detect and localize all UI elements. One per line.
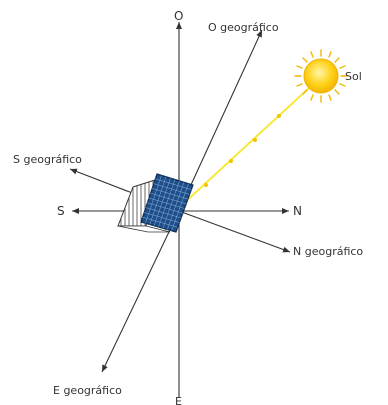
geo-east-axis [178, 210, 291, 253]
label-left-axis: S [57, 204, 65, 218]
label-sun: Sol [345, 70, 362, 83]
sunbeam [181, 87, 310, 206]
sun-icon [294, 49, 348, 103]
label-geo-east: N geográfico [293, 245, 363, 258]
label-geo-south: S geográfico [13, 153, 82, 166]
solar-panel [140, 173, 194, 233]
sunbeam-dots [204, 114, 281, 187]
label-right-axis: N [293, 204, 302, 218]
geo-north-axis [178, 29, 263, 212]
label-bottom-axis: E [175, 395, 182, 405]
label-geo-north: O geográfico [208, 21, 279, 34]
label-top-axis: O [174, 9, 183, 23]
label-geo-west: E geográfico [53, 384, 122, 397]
geo-west-axis [101, 210, 180, 373]
